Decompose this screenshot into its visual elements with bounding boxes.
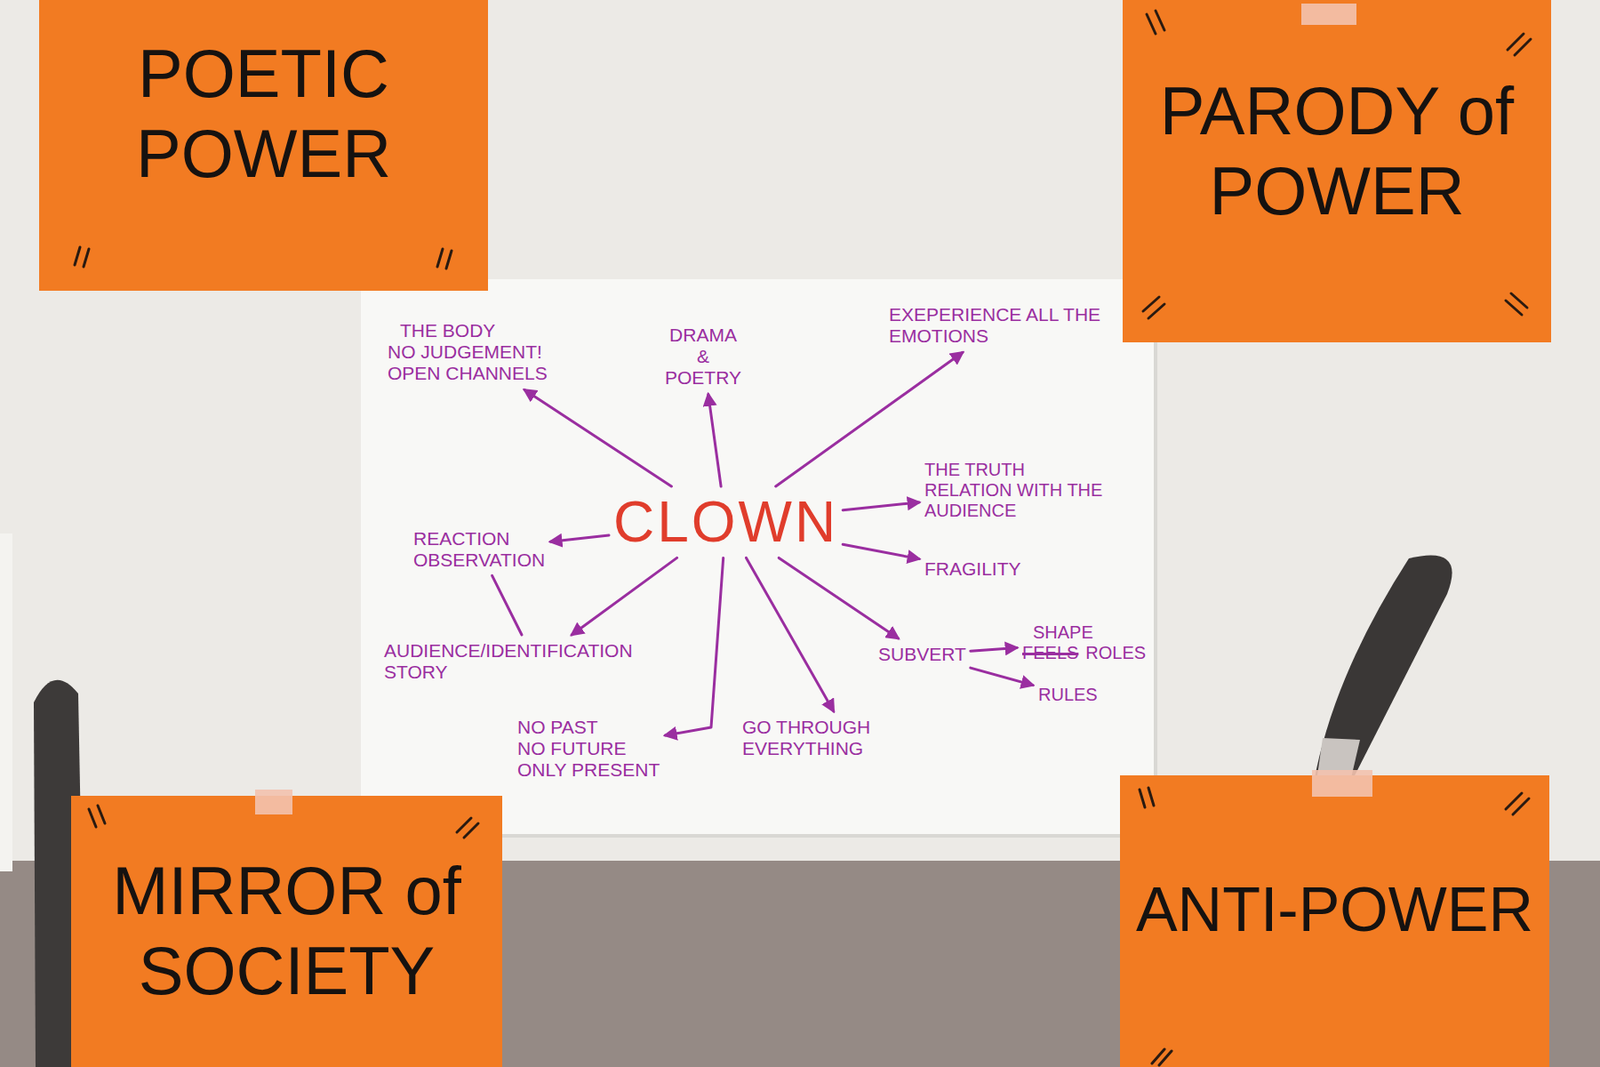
sticky-note-fill xyxy=(39,0,488,291)
branch-label: EXEPERIENCE ALL THE EMOTIONS xyxy=(888,304,1112,347)
struck-word: FEELS xyxy=(1022,642,1079,664)
mindmap-arrow xyxy=(842,544,920,559)
branch-text: THE BODYNO JUDGEMENT!OPEN CHANNELS xyxy=(387,320,548,384)
branch-label: NO PAST xyxy=(517,716,660,738)
corner-mark xyxy=(1139,787,1154,808)
corner-mark xyxy=(1507,33,1531,56)
sticky-note: POETIC POWER xyxy=(39,0,488,291)
branch-label: RELATION WITH THE AUDIENCE xyxy=(924,480,1147,521)
sticky-note: ANTI-POWER xyxy=(1120,775,1550,1067)
note-title: PARODY of POWER xyxy=(1140,71,1534,231)
mindmap-arrow xyxy=(842,502,920,511)
mindmap-arrow xyxy=(571,557,677,635)
corner-mark xyxy=(437,248,452,269)
mindmap-arrow xyxy=(664,557,723,736)
note-title: MIRROR of SOCIETY xyxy=(88,850,485,1010)
branch-text: EXEPERIENCE ALL THE EMOTIONS xyxy=(888,304,1112,347)
corner-mark xyxy=(1505,792,1529,815)
branch-label: THE TRUTH xyxy=(924,459,1147,480)
branch-label: GO THROUGH EVERYTHING xyxy=(742,716,956,760)
central-word: CLOWN xyxy=(613,490,839,553)
corner-mark xyxy=(74,247,89,267)
note-title: ANTI-POWER xyxy=(1134,872,1536,947)
text-row: FEELS ROLES xyxy=(1022,642,1146,664)
branch-label: DRAMA & POETRY xyxy=(664,324,742,389)
branch-label: SUBVERT xyxy=(878,643,967,665)
branch-text: FRAGILITY xyxy=(924,558,1022,580)
branch-label: FRAGILITY xyxy=(924,558,1022,580)
branch-label: AUDIENCE/IDENTIFICATION STORY xyxy=(384,640,687,683)
mindmap-arrow xyxy=(970,667,1033,686)
branch-label: NO FUTURE xyxy=(517,737,660,760)
corner-mark xyxy=(1152,1048,1172,1065)
branch-text: SHAPEFEELS ROLES xyxy=(1022,622,1146,664)
branch-text: THE TRUTHRELATION WITH THE AUDIENCE xyxy=(924,459,1147,521)
mindmap-arrow xyxy=(524,389,672,487)
paper-edge xyxy=(0,533,13,872)
corner-mark xyxy=(1143,296,1165,319)
mindmap-arrow xyxy=(746,557,834,712)
branch-text: DRAMA & POETRY xyxy=(664,324,742,389)
branch-text: RULES xyxy=(1038,684,1098,705)
branch-label: REACTION OBSERVATION xyxy=(413,528,545,571)
branch-label: OPEN CHANNELS xyxy=(387,362,548,384)
note-title: POETIC POWER xyxy=(60,33,467,193)
mindmap-arrow xyxy=(708,393,721,487)
branch-text: SUBVERT xyxy=(878,643,967,665)
mindmap-arrow xyxy=(778,557,898,639)
tape xyxy=(255,789,293,815)
central-title: CLOWN xyxy=(613,490,839,553)
sticky-note: MIRROR of SOCIETY xyxy=(71,795,503,1067)
tape xyxy=(1301,3,1357,25)
corner-mark xyxy=(456,817,479,838)
branch-label: THE BODY xyxy=(387,320,548,342)
branch-text: REACTION OBSERVATION xyxy=(413,528,545,571)
sticky-note-fill xyxy=(1120,775,1550,1067)
sticky-note-fill xyxy=(1122,0,1552,343)
branch-text: AUDIENCE/IDENTIFICATION STORY xyxy=(384,640,687,683)
paper-sheet xyxy=(360,279,1154,834)
corner-mark xyxy=(88,805,105,827)
branch-label: ONLY PRESENT xyxy=(517,759,660,781)
tape xyxy=(1312,769,1373,797)
corner-mark xyxy=(1505,293,1528,315)
branch-label: ROLES xyxy=(1085,642,1146,664)
branch-label: SHAPE xyxy=(1022,622,1146,643)
branch-text: GO THROUGH EVERYTHING xyxy=(742,716,956,760)
mindmap-arrow xyxy=(492,575,522,635)
sticky-note: PARODY of POWER xyxy=(1122,0,1552,343)
branch-label: RULES xyxy=(1038,684,1098,705)
sticky-note-fill xyxy=(71,795,503,1067)
mindmap-arrow xyxy=(970,647,1017,651)
corner-mark xyxy=(1146,10,1165,34)
branch-text: NO PASTNO FUTUREONLY PRESENT xyxy=(517,716,660,781)
mindmap-arrow xyxy=(550,535,609,542)
branch-label: NO JUDGEMENT! xyxy=(387,341,548,363)
brush-stroke xyxy=(1313,554,1453,783)
